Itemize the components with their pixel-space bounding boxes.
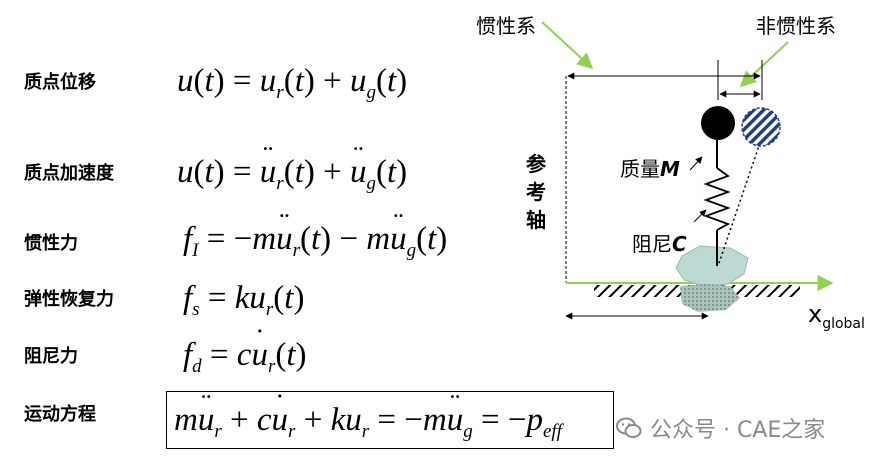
ground-block — [675, 245, 749, 287]
equation-of-motion: mur + cur + kur = −mug = −peff — [174, 400, 562, 441]
ground-block-shadow — [680, 284, 740, 312]
damping-label: 阻尼C — [632, 232, 687, 256]
label-damping-force: 阻尼力 — [24, 346, 78, 367]
equation-inertial-force: fI = −mur(t) − mug(t) — [183, 219, 447, 260]
label-displacement: 质点位移 — [24, 72, 96, 93]
wechat-icon — [616, 417, 642, 438]
spring — [703, 167, 731, 231]
watermark-text: 公众号 · CAE之家 — [650, 418, 826, 443]
mass-label-pointer — [689, 156, 703, 171]
inertial-pointer-arrow — [541, 21, 594, 70]
reference-axis-label: 参考轴 — [526, 152, 546, 232]
damping-label-pointer — [693, 209, 707, 223]
noninertial-frame-label: 非惯性系 — [756, 14, 836, 38]
mass-ball — [701, 106, 735, 140]
inertial-frame-label: 惯性系 — [476, 14, 536, 38]
watermark: 公众号 · CAE之家 — [616, 412, 825, 444]
equation-box — [166, 391, 614, 449]
x-global-label: xglobal — [808, 300, 865, 332]
displaced-mass-ball — [741, 107, 781, 147]
noninertial-pointer-arrow — [739, 41, 789, 88]
equation-acceleration: u(t) = ur(t) + ug(t) — [177, 152, 407, 193]
deformed-spring-line — [717, 142, 761, 267]
equation-damping-force: fd = cur(t) — [183, 335, 307, 376]
equation-elastic-force: fs = kur(t) — [183, 280, 305, 320]
equation-displacement: u(t) = ur(t) + ug(t) — [177, 63, 408, 103]
label-acceleration: 质点加速度 — [24, 163, 114, 184]
mass-label: 质量M — [620, 157, 680, 181]
label-equation-of-motion: 运动方程 — [24, 404, 96, 425]
label-inertial-force: 惯性力 — [24, 233, 78, 254]
label-elastic-force: 弹性恢复力 — [24, 289, 114, 310]
